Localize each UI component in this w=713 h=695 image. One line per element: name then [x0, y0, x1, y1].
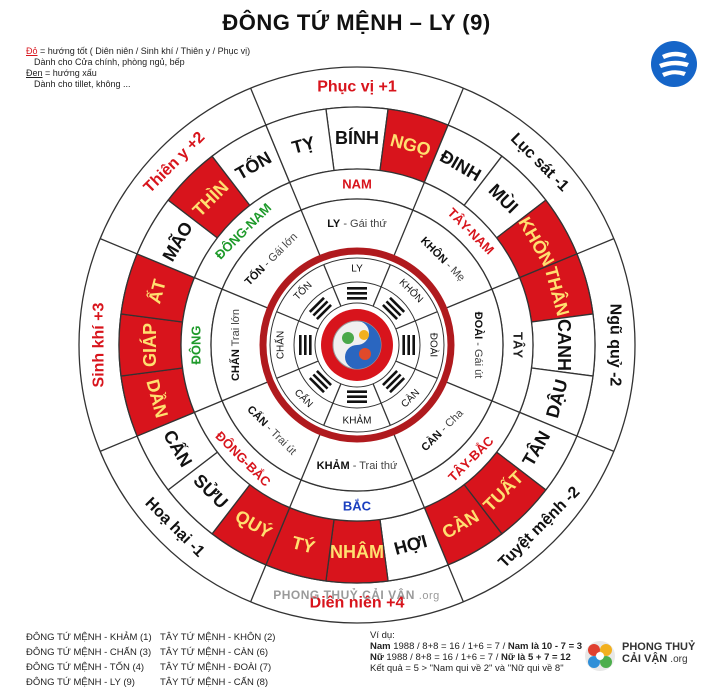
trigram-symbol-icon: [347, 287, 367, 300]
outer-star-label: Sinh khí +3: [91, 302, 108, 387]
watermark: PHONG THUỶ CẢI VẬN .org: [0, 588, 713, 602]
mountain-label: GIÁP: [139, 323, 160, 367]
trigram-family-label: ĐOÀI - Gái út: [472, 312, 485, 379]
trigram-family-label: CHẤN Trai lớn: [229, 309, 242, 381]
example-female-result: Nữ là 5 + 7 = 12: [501, 652, 571, 663]
brand-yinyang-icon: [585, 641, 615, 671]
trigram-symbol-icon: [308, 296, 332, 320]
list-item: ĐÔNG TỨ MỆNH - CHẤN (3) TÂY TỨ MỆNH - CÀN…: [26, 645, 275, 660]
example-male-result: Nam là 10 - 7 = 3: [507, 641, 583, 652]
west-group-item: TÂY TỨ MỆNH - ĐOÀI (7): [160, 662, 272, 673]
west-group-item: TÂY TỨ MỆNH - KHÔN (2): [160, 632, 276, 643]
legend-black-use: Dành cho tillet, không ...: [34, 79, 131, 89]
destiny-group-list: ĐÔNG TỨ MỆNH - KHẢM (1) TÂY TỨ MỆNH - KHÔ…: [26, 630, 275, 690]
mountain-label: BÍNH: [335, 127, 379, 148]
trigram-family-label: LY - Gái thứ: [327, 218, 387, 230]
inner-trigram-label: ĐOÀI: [428, 333, 441, 357]
outer-star-label: Ngũ quỷ -2: [607, 304, 624, 387]
trigram-symbol-icon: [308, 370, 332, 394]
brand-line-2: CẢI VẬN: [622, 653, 668, 665]
example-heading: Ví dụ:: [370, 630, 395, 641]
brand-line-1: PHONG THUỶ: [622, 641, 696, 653]
trigram-symbol-icon: [299, 335, 312, 355]
example-male-label: Nam: [370, 641, 391, 652]
legend-red-use: Dành cho Cửa chính, phòng ngủ, bếp: [34, 57, 185, 67]
direction-label: NAM: [342, 177, 372, 192]
brand-logo-icon: [651, 41, 697, 87]
list-item: ĐÔNG TỨ MỆNH - KHẢM (1) TÂY TỨ MỆNH - KHÔ…: [26, 630, 275, 645]
inner-trigram-label: CHẤN: [274, 331, 287, 359]
east-group-item: ĐÔNG TỨ MỆNH - CHẤN (3): [26, 647, 152, 658]
example-male-calc: 1988 / 8+8 = 16 / 1+6 = 7 /: [390, 641, 508, 652]
trigram-symbol-icon: [402, 335, 415, 355]
legend-black-text: = hướng xấu: [42, 68, 97, 78]
direction-label: TÂY: [511, 332, 526, 358]
trigram-symbol-icon: [382, 296, 406, 320]
direction-label: BẮC: [343, 499, 372, 514]
example-female-label: Nữ: [370, 652, 384, 663]
mountain-label: CANH: [554, 319, 574, 371]
outer-star-label: Phục vị +1: [317, 79, 397, 96]
inner-trigram-label: LY: [351, 264, 363, 275]
example-female-calc: 1988 / 8+8 = 16 / 1+6 = 7 /: [383, 652, 502, 663]
east-group-item: ĐÔNG TỨ MỆNH - LY (9): [26, 677, 135, 688]
page-title: ĐÔNG TỨ MỆNH – LY (9): [222, 10, 491, 35]
list-item: ĐÔNG TỨ MỆNH - TỐN (4) TÂY TỨ MỆNH - ĐOÀI…: [26, 660, 275, 675]
mountain-label: NHÂM: [330, 541, 384, 562]
inner-trigram-label: KHẢM: [343, 414, 372, 427]
brand-name: PHONG THUỶ CẢI VẬN .org: [622, 641, 695, 666]
west-group-item: TÂY TỨ MỆNH - CẤN (8): [160, 677, 269, 688]
west-group-item: TÂY TỨ MỆNH - CÀN (6): [160, 647, 269, 658]
legend-black-key: Đen: [26, 68, 43, 78]
brand-suffix: .org: [670, 654, 688, 665]
east-group-item: ĐÔNG TỨ MỆNH - TỐN (4): [26, 662, 145, 673]
list-item: ĐÔNG TỨ MỆNH - LY (9) TÂY TỨ MỆNH - CẤN (…: [26, 675, 275, 690]
watermark-suffix: .org: [418, 590, 440, 602]
color-legend: Đỏ = hướng tốt ( Diên niên / Sinh khí / …: [26, 46, 250, 90]
yin-yang-icon: [332, 320, 382, 370]
trigram-symbol-icon: [382, 370, 406, 394]
trigram-family-label: KHẢM - Trai thứ: [317, 459, 398, 472]
legend-red-key: Đỏ: [26, 46, 38, 56]
outer-star-label: Diên niên +4: [310, 595, 405, 612]
calculation-example: Ví dụ: Nam 1988 / 8+8 = 16 / 1+6 = 7 / N…: [370, 630, 582, 674]
legend-red-text: = hướng tốt ( Diên niên / Sinh khí / Thi…: [37, 46, 251, 56]
watermark-name: PHONG THUỶ CẢI VẬN: [273, 588, 415, 602]
direction-label: ĐÔNG: [189, 326, 204, 365]
trigram-symbol-icon: [347, 390, 367, 403]
east-group-item: ĐÔNG TỨ MỆNH - KHẢM (1): [26, 632, 152, 643]
example-result: Kết quả = 5 > "Nam qui về 2" và "Nữ qui …: [370, 663, 564, 674]
